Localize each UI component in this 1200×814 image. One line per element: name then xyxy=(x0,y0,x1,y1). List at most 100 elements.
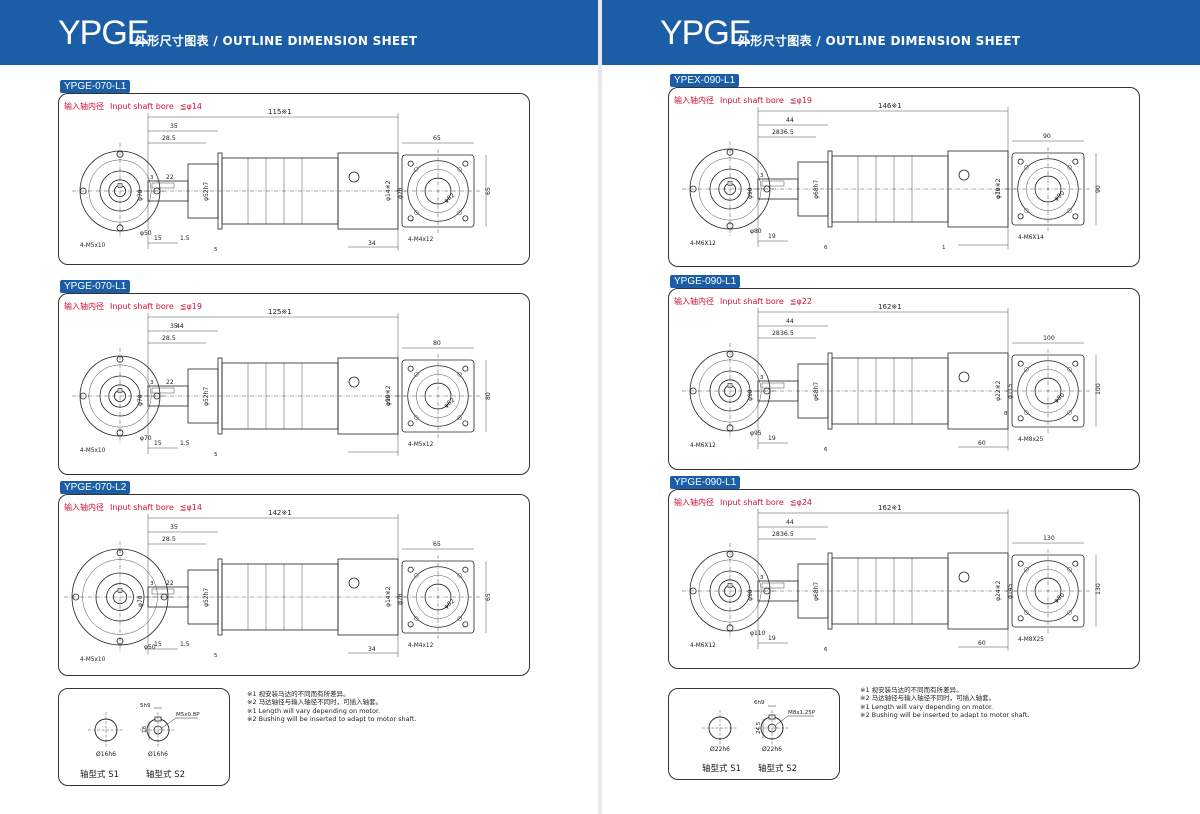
left-section-2-dim-phi19: φ19※2 xyxy=(385,385,392,406)
right-section-3-dim-holes-rear: 4-M8X25 xyxy=(1018,637,1044,643)
left-section-2-dim-sq: 80 xyxy=(433,340,441,347)
page-gutter xyxy=(598,0,602,814)
left-section-3-dim-d22: 22 xyxy=(166,580,174,587)
left-section-1-dim-d35: 35 xyxy=(170,123,178,130)
left-section-3-dim-d34: 34 xyxy=(368,646,376,653)
left-section-2-dim-holes-rear: 4-M5x12 xyxy=(408,442,434,448)
left-section-3-dim-d35: 35 xyxy=(170,524,178,531)
left-section-3-dim-phi70: φ70 xyxy=(137,595,144,607)
right-page-header: YPGE 外形尺寸图表 / OUTLINE DIMENSION SHEET xyxy=(602,0,1200,65)
right-section-3-dim-d19: 19 xyxy=(768,635,776,642)
right-section-3-dim-d6: 6 xyxy=(824,647,828,653)
right-section-1-dim-d19: 19 xyxy=(768,233,776,240)
left-section-2-dim-d35: 35 xyxy=(170,323,178,330)
right-shaft-drawing: 6h9 M8x1.25P 24.5 Ø22h6 Ø22h6 xyxy=(702,700,816,753)
left-section-2-dim-phi90: φ90 xyxy=(385,394,392,406)
left-section-2-dim-phi70b: φ70 xyxy=(140,435,152,442)
left-section-3-dim-d1-5: 1.5 xyxy=(180,641,190,648)
right-section-1-bore-value: ≦φ19 xyxy=(789,96,812,105)
left-section-1-dim-phi52: φ52h7 xyxy=(203,182,210,201)
left-section-2-dim-phi52: φ52h7 xyxy=(203,387,210,406)
right-section-1-panel xyxy=(668,87,1140,267)
left-section-1-model-tag: YPGE-070-L1 xyxy=(60,80,131,93)
left-section-3-dim-d3: 3 xyxy=(150,581,154,587)
left-section-2-bore-value: ≦φ19 xyxy=(179,302,202,311)
left-section-1-dim-d3: 3 xyxy=(150,175,154,181)
right-section-1-dim-holes-rear: 4-M6X14 xyxy=(1018,235,1044,241)
right-section-2-dim-phi68: φ68h7 xyxy=(813,382,820,401)
left-section-1-bore: 输入轴内径 Input shaft bore ≦φ14 xyxy=(64,101,208,112)
left-section-3-dim-sq: 65 xyxy=(433,541,441,548)
right-section-1-model-tag: YPEX-090-L1 xyxy=(670,74,740,87)
right-section-3-dim-d44: 44 xyxy=(786,519,794,526)
right-subtitle: 外形尺寸图表 / OUTLINE DIMENSION SHEET xyxy=(738,34,1021,48)
left-section-2-dim-d22: 22 xyxy=(166,379,174,386)
left-section-3-dim-d15: 15 xyxy=(154,641,162,648)
left-note-3: ※1 Length will vary depending on motor. xyxy=(247,706,381,715)
left-section-1-dim-d1-5: 1.5 xyxy=(180,235,190,242)
left-shaft-s1-dia: Ø16h6 xyxy=(96,751,116,758)
right-section-3-dim-d3: 3 xyxy=(760,575,764,581)
right-section-2-dim-phi80: φ80 xyxy=(1053,392,1067,405)
right-section-1-dim-d28: 28 xyxy=(772,129,780,136)
left-section-2-dim-phi62: φ62 xyxy=(443,397,457,410)
right-section-2-bore-value: ≦φ22 xyxy=(789,297,812,306)
right-section-3-dim-sq: 130 xyxy=(1043,535,1055,542)
right-shaft-panel xyxy=(668,688,840,780)
left-section-2-dim-sq-v: 80 xyxy=(485,392,492,400)
right-note-3: ※1 Length will vary depending on motor. xyxy=(860,702,994,711)
right-section-3-bore-cn: 输入轴内径 xyxy=(674,498,714,507)
left-section-1-dim-holes-rear: 4-M4x12 xyxy=(408,237,434,243)
left-shaft-s2-dia: Ø16h6 xyxy=(148,751,168,758)
right-section-1-bore-cn: 输入轴内径 xyxy=(674,96,714,105)
left-section-1-bore-en: Input shaft bore xyxy=(110,102,174,111)
right-shaft-s2-dia: Ø22h6 xyxy=(762,746,782,753)
left-section-3-bore-cn: 输入轴内径 xyxy=(64,503,104,512)
left-section-3-dim-d28: 28.5 xyxy=(162,536,176,543)
left-section-2-bore-en: Input shaft bore xyxy=(110,302,174,311)
left-section-2-bore-cn: 输入轴内径 xyxy=(64,302,104,311)
right-shaft-s2-label: 轴型式 S2 xyxy=(758,764,798,774)
left-shaft-key: 5h9 xyxy=(140,703,151,709)
left-brand: YPGE xyxy=(58,14,149,52)
left-section-1-dim-d22: 22 xyxy=(166,174,174,181)
left-section-2-dim-d28: 28.5 xyxy=(162,335,176,342)
right-section-3-bore-value: ≦φ24 xyxy=(789,498,812,507)
left-section-3-dim-phi52: φ52h7 xyxy=(203,588,210,607)
right-section-1-bore-en: Input shaft bore xyxy=(720,96,784,105)
right-section-3-dim-phi80: φ80 xyxy=(1053,592,1067,605)
right-section-1-dim-sq: 90 xyxy=(1043,133,1051,140)
left-section-3-dim-phi14: φ14※2 xyxy=(385,586,392,607)
right-section-3-dim-phi90: φ90 xyxy=(747,589,754,601)
left-section-3-dim-phi50: φ50 xyxy=(144,644,156,651)
left-section-1-dim-d28: 28.5 xyxy=(162,135,176,142)
right-shaft-s1-dia: Ø22h6 xyxy=(710,746,730,753)
left-section-1-bore-cn: 输入轴内径 xyxy=(64,102,104,111)
right-section-1-dim-phi70: φ70 xyxy=(995,187,1002,199)
left-section-2-dim-d5: 5 xyxy=(214,452,218,458)
left-section-3-dim-d5: 5 xyxy=(214,653,218,659)
left-note-4: ※2 Bushing will be inserted to adapt to … xyxy=(247,715,417,724)
right-section-2-bore-en: Input shaft bore xyxy=(720,297,784,306)
left-shaft-s2-label: 轴型式 S2 xyxy=(146,770,186,780)
right-section-2-dim-phi90: φ90 xyxy=(747,389,754,401)
left-section-2-dim-d1-5: 1.5 xyxy=(180,440,190,447)
left-section-1-dim-d15: 15 xyxy=(154,235,162,242)
left-section-1-bore-value: ≦φ14 xyxy=(179,102,202,111)
left-section-3-dim-phi62: φ62 xyxy=(443,598,457,611)
left-section-1-dim-phi70: φ70 xyxy=(137,189,144,201)
left-note-2: ※2 马达轴径与输入轴径不同时，可插入轴套。 xyxy=(247,698,383,707)
right-section-2-dim-d8: 8 xyxy=(1004,411,1008,417)
right-note-2: ※2 马达轴径与输入轴径不同时，可插入轴套。 xyxy=(860,694,996,703)
right-section-3-dim-d28: 28 xyxy=(772,531,780,538)
left-section-3-bore-value: ≦φ14 xyxy=(179,503,202,512)
left-section-1-dim-length: 115※1 xyxy=(268,108,292,116)
right-section-2-dim-d3: 3 xyxy=(760,375,764,381)
right-section-2-dim-d19: 19 xyxy=(768,435,776,442)
